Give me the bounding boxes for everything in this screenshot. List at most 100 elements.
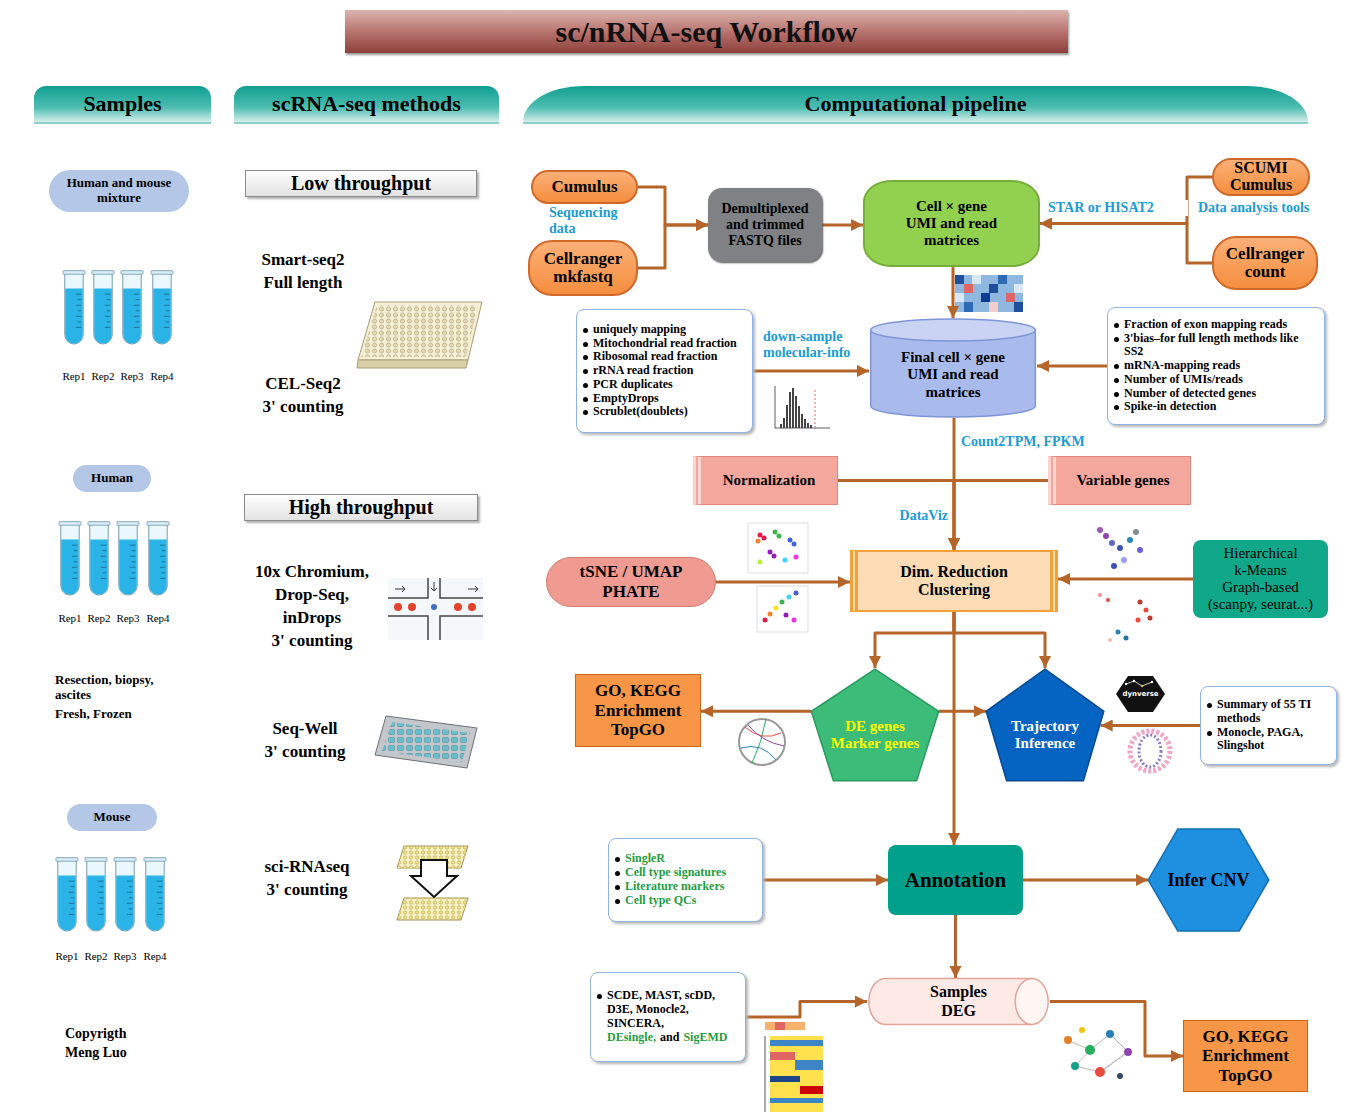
connector <box>763 879 888 882</box>
shape-fill <box>869 978 1032 1024</box>
list-item: rRNA read fraction <box>583 364 746 378</box>
connector <box>1040 224 1212 264</box>
connector <box>716 581 850 584</box>
edge-label: down-sample molecular-info <box>763 329 869 361</box>
qc-list-box: uniquely mappingMitochondrial read fract… <box>576 309 753 433</box>
bullet-dot <box>597 994 602 999</box>
test-tubes <box>56 271 173 931</box>
text-label: Resection, biopsy, ascites <box>55 673 175 703</box>
cylinder-node: SamplesDEG <box>867 978 1050 1025</box>
text-label: sci-RNAseq <box>237 857 377 877</box>
matrix-heatmap <box>955 275 1023 312</box>
tool-pill: Cumulus <box>531 170 638 204</box>
list-item: Ribosomal read fraction <box>583 350 746 364</box>
connector <box>1023 879 1148 882</box>
enrichment-box: GO, KEGG Enrichment TopGO <box>1183 1020 1308 1092</box>
node-text: Final cell × gene UMI and read matrices <box>890 349 1016 401</box>
node-text: GO, KEGG Enrichment TopGO <box>581 681 695 740</box>
list-text-run: SCDE, MAST, scDD, D3E, Monocle2, SINCERA… <box>607 989 739 1044</box>
node-text: Infer CNV <box>1167 870 1249 891</box>
list-text: Number of UMIs/reads <box>1124 373 1243 387</box>
bullet-dot <box>1114 392 1119 397</box>
list-item: Spike-in detection <box>1114 400 1318 414</box>
text-label: Rep2 <box>88 370 118 383</box>
list-item: PCR duplicates <box>583 378 746 392</box>
text-label: 3' counting <box>237 631 387 651</box>
connector <box>1101 724 1200 727</box>
list-text: SingleR <box>625 852 665 866</box>
process-box: Dim. Reduction Clustering <box>850 550 1058 612</box>
text-label: Full length <box>233 273 373 293</box>
connector <box>753 370 869 373</box>
shape-fill <box>871 330 1036 417</box>
bullet-dot <box>583 410 588 415</box>
annotation-box: Annotation <box>888 845 1023 915</box>
node-text: Cumulus <box>551 178 617 196</box>
text-label: Rep1 <box>52 950 82 963</box>
enrichment-box: GO, KEGG Enrichment TopGO <box>575 674 701 747</box>
text-label: Sequencing data <box>549 205 641 237</box>
node-text: Mouse <box>94 810 131 825</box>
node-text: Low throughput <box>291 172 431 195</box>
shape-cap <box>1015 978 1048 1024</box>
bullet-dot <box>583 383 588 388</box>
connector <box>1040 177 1212 224</box>
node-text: Annotation <box>905 868 1007 892</box>
node-text: High throughput <box>289 496 434 519</box>
text-label: Rep4 <box>143 612 173 625</box>
connector <box>638 225 708 268</box>
list-text: Cell type QCs <box>625 894 696 908</box>
node-text: scRNA-seq methods <box>272 91 461 116</box>
method-list-box: SCDE, MAST, scDD, D3E, Monocle2, SINCERA… <box>590 972 746 1062</box>
method-name: SigEMD <box>683 1031 727 1045</box>
text-label: Data analysis tools <box>1198 200 1310 216</box>
list-item: Fraction of exon mapping reads <box>1114 318 1318 332</box>
node-text: (scanpy, seurat...) <box>1208 596 1313 613</box>
list-item: Number of detected genes <box>1114 387 1318 401</box>
list-item: EmptyDrops <box>583 392 746 406</box>
title-text: sc/nRNA-seq Workflow <box>556 15 858 49</box>
list-text: Number of detected genes <box>1124 387 1256 401</box>
node-text: Human and mouse mixture <box>59 176 179 206</box>
connector <box>954 481 1048 551</box>
edge-label: STAR or HISAT2 <box>1048 200 1188 216</box>
gene-network <box>1064 1027 1132 1079</box>
bullet-dot <box>1114 405 1119 410</box>
text-label: Meng Luo <box>65 1045 175 1061</box>
method-list-box: SingleRCell type signaturesLiterature ma… <box>608 838 763 922</box>
bullet-dot <box>583 342 588 347</box>
list-item: Literature markers <box>615 880 756 894</box>
pentagon-node: Trajectory Inference <box>985 668 1105 782</box>
node-text: DEG <box>941 1002 976 1020</box>
node-text: GO, KEGG Enrichment TopGO <box>1189 1027 1302 1086</box>
connector <box>822 224 863 227</box>
text-label: Rep2 <box>84 612 114 625</box>
section-header: scRNA-seq methods <box>234 86 499 122</box>
section-header: Computational pipeline <box>523 86 1308 122</box>
sample-pill: Human <box>73 465 151 492</box>
text-label: Count2TPM, FPKM <box>961 434 1111 450</box>
node-text: Trajectory Inference <box>1003 718 1087 753</box>
category-box: High throughput <box>244 494 478 521</box>
node-text: Graph-based <box>1222 579 1299 596</box>
list-text: Cell type signatures <box>625 866 726 880</box>
node-text: Hierarchical <box>1223 545 1297 562</box>
list-item: Cell type QCs <box>615 894 756 908</box>
list-text: Mitochondrial read fraction <box>593 337 737 351</box>
seq-well-array <box>375 716 477 768</box>
text-label: Rep1 <box>59 370 89 383</box>
node-text: Samples <box>930 983 987 1001</box>
text-label: Rep2 <box>81 950 111 963</box>
text-label: Fresh, Frozen <box>55 707 175 722</box>
list-item: Number of UMIs/reads <box>1114 373 1318 387</box>
text-label: 3' counting <box>233 397 373 417</box>
node-text: SCUMI Cumulus <box>1222 160 1300 194</box>
connector <box>952 267 955 318</box>
list-text: Ribosomal read fraction <box>593 350 717 364</box>
list-item: Summary of 55 TI methods <box>1207 698 1330 726</box>
connector <box>954 612 1045 668</box>
node-text: tSNE / UMAP PHATE <box>562 562 700 601</box>
connector <box>1058 578 1193 581</box>
text-label: 10x Chromium, <box>237 562 387 582</box>
bullet-dot <box>1114 337 1119 342</box>
